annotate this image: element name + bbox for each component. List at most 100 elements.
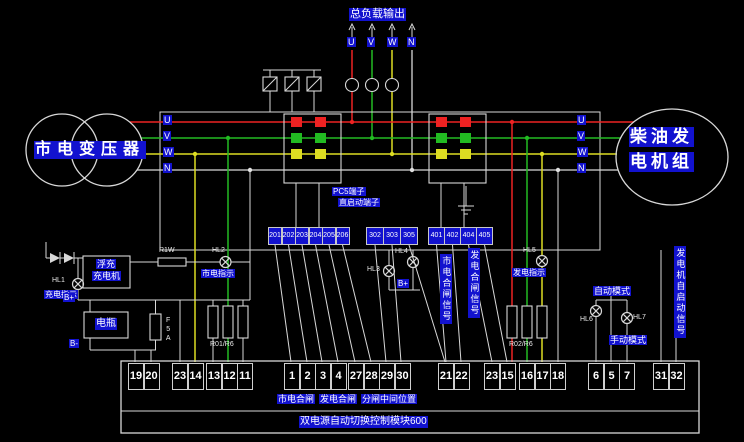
- load-output-title: 总负载输出: [349, 8, 406, 21]
- mode-wires: [595, 290, 628, 362]
- caption-gen-close: 发电合闸: [319, 394, 358, 405]
- center-indicator-wires: [388, 250, 420, 291]
- terminal-box: 3: [315, 363, 331, 390]
- junction-dots: [192, 119, 561, 173]
- phase-label-w-left: W: [163, 147, 174, 158]
- phase-label-n-left: N: [163, 163, 172, 174]
- terminal-box: 6: [588, 363, 604, 390]
- hl3-lamp-icon: [382, 264, 396, 278]
- hl6-label: HL6: [580, 316, 593, 323]
- terminal-box: 13: [206, 363, 222, 390]
- phase-label-w-top: W: [387, 37, 398, 48]
- bus-lines: [130, 121, 634, 171]
- contactor-mains: [283, 113, 342, 184]
- hl7-lamp-icon: [620, 311, 634, 325]
- terminal-box: 7: [619, 363, 635, 390]
- contactor-generator: [428, 113, 487, 184]
- generator-title-line2: 电机组: [629, 152, 694, 172]
- module-outline: [120, 360, 700, 434]
- terminal-box: 32: [668, 363, 685, 390]
- module-title: 双电源自动切换控制模块600: [299, 416, 428, 428]
- ground-icon: [458, 186, 474, 215]
- panel-outline: [159, 111, 601, 251]
- terminal-box: 30: [394, 363, 411, 390]
- strip-cell: 404: [460, 227, 477, 245]
- top-drop-lines: [351, 50, 413, 170]
- terminal-box: 18: [550, 363, 566, 390]
- contactor-stub-wires: [295, 183, 465, 227]
- generator-title-line1: 柴油发: [629, 127, 694, 147]
- terminal-box: 20: [143, 363, 160, 390]
- output-arrow-icons: [348, 22, 416, 38]
- fuse-icon: [149, 313, 162, 341]
- hl1-lamp-icon: [71, 277, 85, 291]
- terminal-box: 14: [187, 363, 204, 390]
- mains-transformer-title: 市电变压器: [34, 141, 147, 160]
- fuse-label: F5A: [164, 317, 172, 344]
- strip-cell: 305: [400, 227, 418, 245]
- strip-cell: 206: [335, 227, 350, 245]
- terminal-box: 23: [484, 363, 500, 390]
- phase-label-n-right: N: [577, 163, 586, 174]
- resistor-bank-left-label: R01/R6: [210, 341, 234, 348]
- charger-circuit-wires: [45, 242, 250, 362]
- phase-label-v-top: V: [367, 37, 376, 48]
- terminal-box: 15: [499, 363, 516, 390]
- terminal-box: 29: [379, 363, 395, 390]
- charge-indicator-caption: 充电指示: [44, 290, 78, 300]
- strip-cell: 302: [366, 227, 384, 245]
- autostart-signal-label: 发电机自启动信号: [674, 246, 687, 338]
- ct-coil-icons: [344, 77, 400, 93]
- phase-label-u-left: U: [163, 115, 172, 126]
- strip-cell: 405: [476, 227, 493, 245]
- bplus-center-label: B+: [397, 279, 410, 289]
- terminal-box: 23: [172, 363, 188, 390]
- phase-label-u-top: U: [347, 37, 356, 48]
- hl4-label: HL4: [395, 248, 408, 255]
- terminal-box: 2: [299, 363, 316, 390]
- phase-label-n-top: N: [407, 37, 416, 48]
- mains-close-signal-label: 市电合闸信号: [440, 254, 453, 324]
- hl6-lamp-icon: [589, 304, 603, 318]
- gen-close-signal-label: 发电合闸信号: [468, 248, 481, 318]
- hl7-label: HL7: [633, 314, 646, 321]
- caption-open-middle: 分闸中间位置: [361, 394, 418, 405]
- phase-label-v-left: V: [163, 131, 172, 142]
- inline-resistor-icon: [157, 257, 187, 267]
- battery-negative-label: B-: [69, 339, 79, 349]
- caption-mains-close: 市电合闸: [277, 394, 316, 405]
- resistor-bank-right-label: R02/R6: [509, 341, 533, 348]
- phase-label-u-right: U: [577, 115, 586, 126]
- inline-resistor-label: R1W: [159, 247, 175, 254]
- strip-cell: 205: [322, 227, 336, 245]
- terminal-box: 21: [438, 363, 454, 390]
- terminal-box: 4: [330, 363, 347, 390]
- manual-mode-label: 手动模式: [609, 335, 648, 346]
- battery-box: [83, 311, 129, 339]
- terminal-box: 28: [363, 363, 380, 390]
- strip-cell: 202: [281, 227, 296, 245]
- hl5-label: HL5: [523, 247, 536, 254]
- gen-indicator-caption: 发电指示: [512, 268, 546, 278]
- terminal-box: 16: [519, 363, 535, 390]
- strip-cell: 303: [383, 227, 401, 245]
- phase-label-w-right: W: [577, 147, 588, 158]
- diode-icons: [50, 252, 75, 264]
- generator-symbol: [615, 108, 729, 206]
- charger-label-line2: 充电机: [92, 271, 122, 282]
- right-phase-drops: [511, 122, 559, 362]
- auto-mode-label: 自动模式: [593, 286, 632, 297]
- terminal-box: 22: [453, 363, 470, 390]
- resistor-bank-right: [506, 305, 548, 339]
- hl2-lamp-icon: [219, 255, 232, 269]
- charger-label-line1: 浮充: [96, 259, 117, 270]
- terminal-box: 11: [237, 363, 253, 390]
- battery-positive-label: B+: [63, 293, 76, 303]
- pc5-terminal-label: PC5端子: [332, 187, 366, 197]
- strip-cell: 201: [268, 227, 282, 245]
- terminal-box: 12: [221, 363, 238, 390]
- phase-label-v-right: V: [577, 131, 586, 142]
- terminal-box: 31: [653, 363, 669, 390]
- terminal-box: 5: [603, 363, 620, 390]
- direct-start-terminal-label: 直启动端子: [338, 198, 380, 208]
